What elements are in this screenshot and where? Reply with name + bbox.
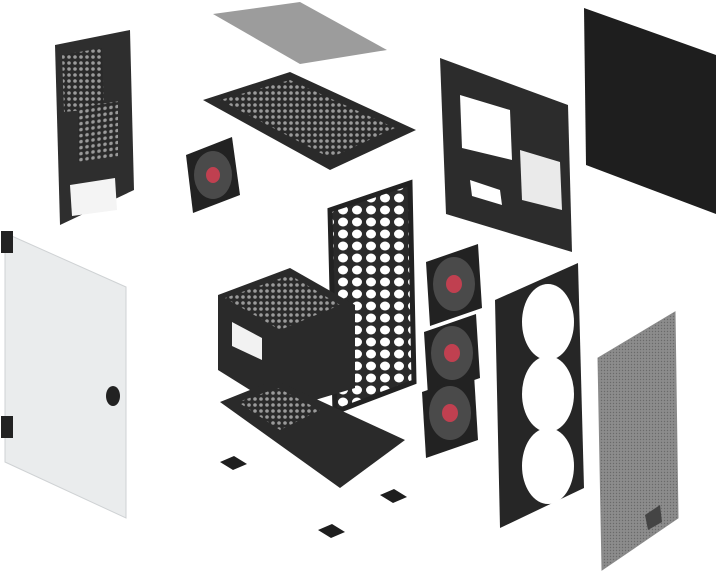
rear-panel xyxy=(55,30,134,225)
foot xyxy=(318,524,345,538)
right-side-panel xyxy=(584,8,716,214)
dust-filter-top xyxy=(213,2,387,64)
front-fan xyxy=(424,314,480,396)
rear-fan xyxy=(186,137,240,213)
top-panel xyxy=(203,72,416,170)
feet xyxy=(220,456,407,538)
glass-side-panel xyxy=(1,231,127,519)
front-fan xyxy=(426,244,482,326)
motherboard-tray xyxy=(440,58,572,252)
bottom-panel xyxy=(220,380,405,488)
foot xyxy=(220,456,247,470)
front-fan xyxy=(422,374,478,458)
front-fans xyxy=(422,244,482,458)
psu-shroud xyxy=(218,268,355,410)
front-fan-bracket xyxy=(495,263,584,528)
front-mesh-panel xyxy=(597,311,679,571)
foot xyxy=(380,489,407,503)
